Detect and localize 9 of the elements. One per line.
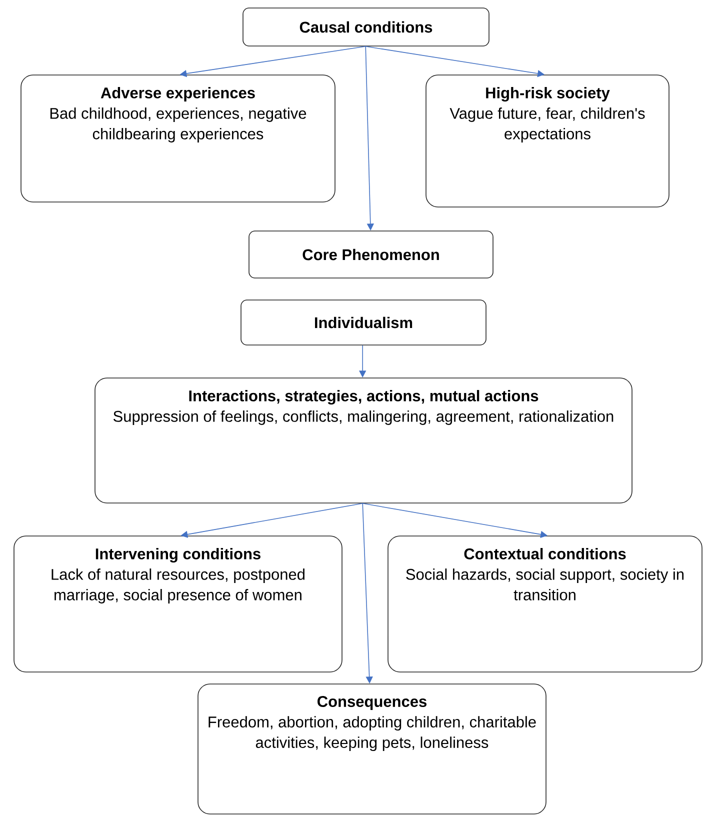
process-box: Intervening conditions Lack of natural resources, postponed marriage, social presence of women (14, 536, 342, 672)
process-box: Interactions, strategies, actions, mutual actions Suppression of feelings, conflicts, malingering, agreement, rationalization (94, 378, 632, 504)
process-box: Individualism (240, 300, 486, 346)
process-box: Adverse experiences Bad childhood, experiences, negative childbearing experiences (20, 74, 336, 202)
process-box: Contextual conditions Social hazards, social support, society in transition (388, 536, 702, 672)
process-box: Consequences Freedom, abortion, adopting children, charitable activities, keeping pets, loneliness (198, 684, 546, 814)
process-box: High-risk society Vague future, fear, children's expectations (426, 74, 670, 208)
process-box: Core Phenomenon (248, 230, 494, 278)
process-box: Causal conditions (242, 8, 490, 46)
